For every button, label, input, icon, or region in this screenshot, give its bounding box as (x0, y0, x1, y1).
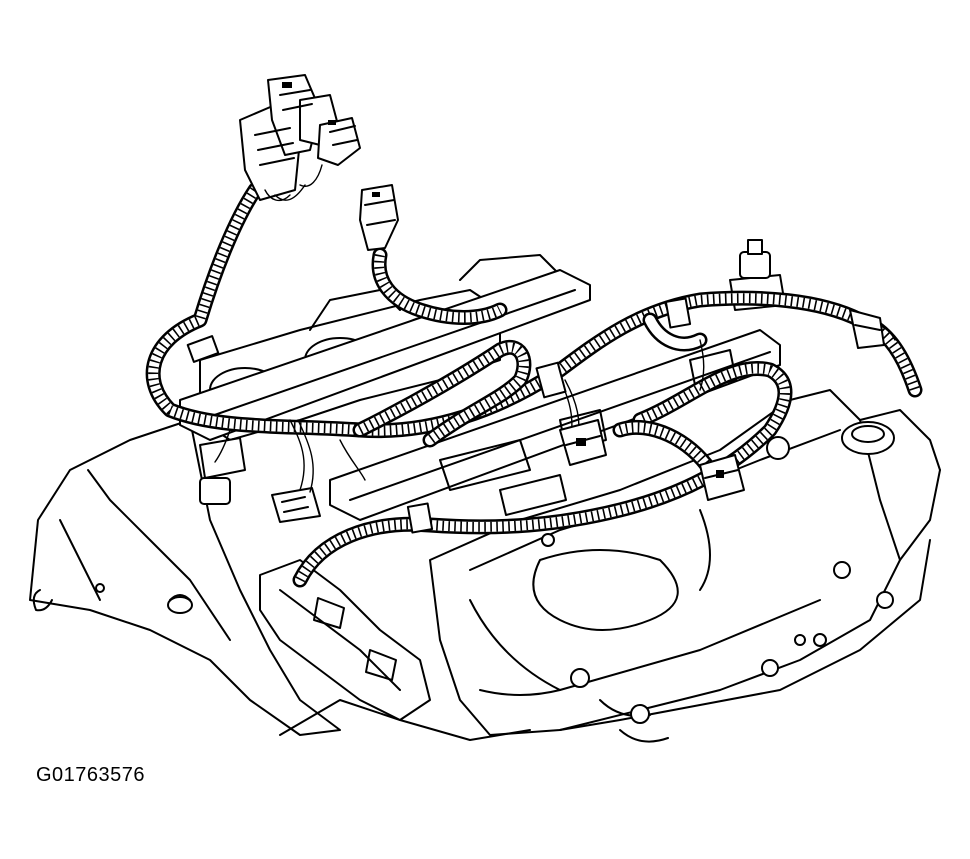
central-connector (559, 419, 607, 466)
top-right-connector (849, 309, 885, 349)
left-lower-connector (281, 496, 309, 513)
right-lower-connector (699, 454, 745, 501)
harness-clip (186, 335, 220, 363)
figure-id-label: G01763576 (36, 764, 146, 786)
harness-clip (664, 297, 692, 329)
harness-connectors (186, 74, 885, 534)
harness-clip (535, 361, 567, 399)
wiring-harness (145, 182, 923, 588)
harness-clip (406, 502, 434, 534)
upper-middle-connector (359, 184, 399, 251)
top-left-connector-cluster (239, 74, 361, 202)
